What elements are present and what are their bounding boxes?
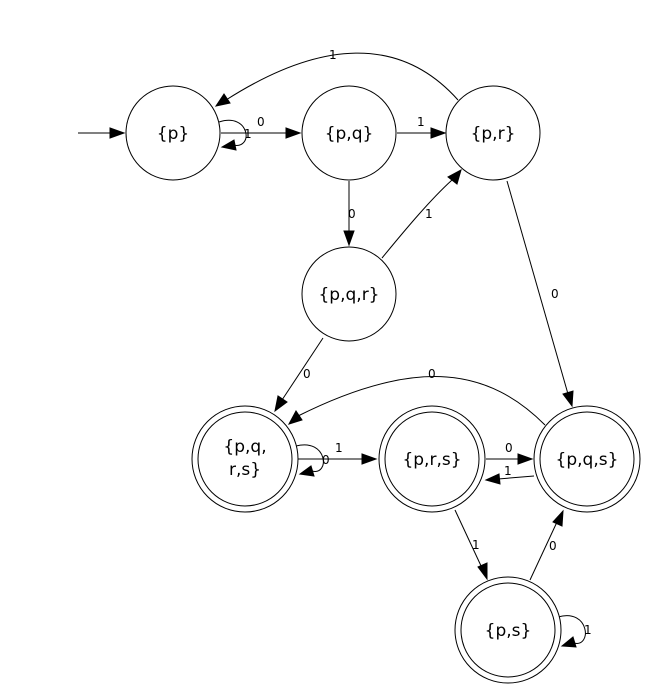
edge-label-prs-pqs: 0: [505, 441, 513, 455]
edge-pqs-prs-1: 1: [484, 464, 535, 485]
state-label-pqs: {p,q,s}: [556, 450, 619, 470]
edge-label-p-pq: 0: [257, 115, 265, 129]
state-label-pqrs-line2: r,s}: [229, 460, 261, 480]
edge-label-pqrs-prs: 1: [335, 441, 343, 455]
state-ps: {p,s}: [454, 576, 562, 684]
edge-pqrs-pqrs-0: 0: [295, 444, 330, 477]
edge-pq-pr-1: 1: [397, 115, 447, 139]
edge-label-pr-p: 1: [329, 48, 337, 62]
state-pqs: {p,q,s}: [533, 405, 641, 513]
edge-label-pr-pqs: 0: [551, 287, 559, 301]
edge-pqrs-prs-1: 1: [298, 441, 378, 465]
edge-label-pqs-pqrs: 0: [428, 367, 436, 381]
edge-p-pq-0: 0: [221, 115, 302, 139]
edge-p-p-1: 1: [218, 119, 252, 151]
edge-pq-pqr-0: 0: [343, 181, 356, 247]
edge-label-pqr-pr: 1: [425, 207, 433, 221]
state-label-pr: {p,r}: [471, 124, 516, 144]
edge-ps-ps-1: 1: [557, 615, 592, 648]
start-arrow: [78, 127, 126, 139]
edge-label-pq-pr: 1: [417, 115, 425, 129]
edge-label-prs-ps: 1: [472, 538, 480, 552]
edge-pr-pqs-0: 0: [506, 180, 574, 408]
edge-pr-p-1: 1: [214, 48, 459, 107]
edge-pqr-pr-1: 1: [381, 168, 462, 259]
state-pr: {p,r}: [445, 85, 541, 181]
state-p: {p}: [125, 85, 221, 181]
state-label-ps: {p,s}: [485, 621, 532, 641]
state-label-pqr: {p,q,r}: [318, 285, 379, 305]
edge-ps-pqs-0: 0: [529, 509, 564, 581]
state-label-p: {p}: [157, 124, 189, 144]
edge-label-ps-ps: 1: [584, 623, 592, 637]
state-label-pq: {p,q}: [325, 124, 374, 144]
edge-prs-pqs-0: 0: [486, 441, 534, 465]
edge-label-pqrs-pqrs: 0: [322, 453, 330, 467]
state-pqr: {p,q,r}: [301, 246, 397, 342]
edge-label-p-p: 1: [244, 127, 252, 141]
state-label-prs: {p,r,s}: [402, 450, 461, 470]
edge-label-pq-pqr: 0: [348, 207, 356, 221]
state-prs: {p,r,s}: [378, 405, 486, 513]
state-pq: {p,q}: [301, 85, 397, 181]
edge-label-pqs-prs: 1: [504, 464, 512, 478]
state-pqrs: {p,q, r,s}: [191, 405, 299, 513]
edge-pqs-pqrs-0: 0: [287, 367, 546, 426]
edge-label-pqr-pqrs: 0: [303, 367, 311, 381]
state-label-pqrs-line1: {p,q,: [223, 437, 266, 457]
edge-label-ps-pqs: 0: [549, 539, 557, 553]
edge-pqr-pqrs-0: 0: [274, 337, 324, 413]
edge-prs-ps-1: 1: [454, 509, 488, 581]
